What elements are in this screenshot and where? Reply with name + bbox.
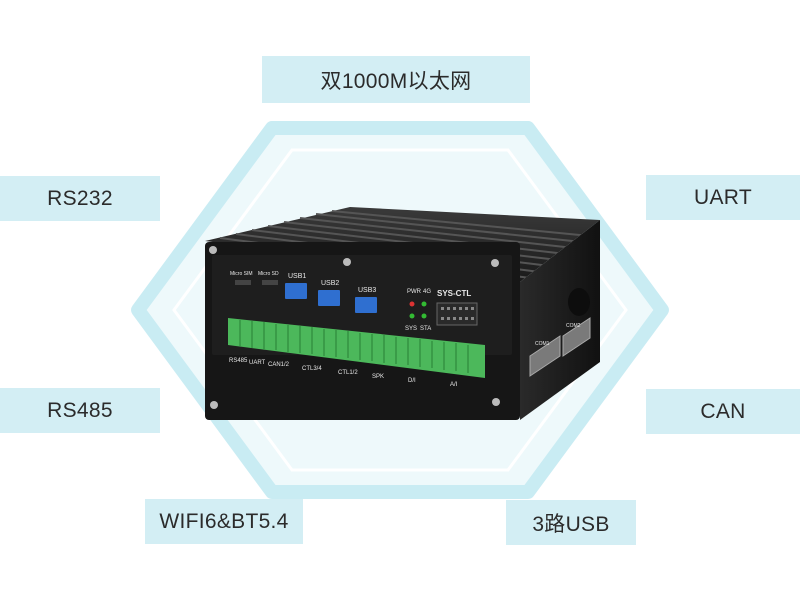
terminal-block <box>228 318 485 378</box>
port-rs485-label: RS485 <box>229 358 248 364</box>
com1-label: COM1 <box>535 341 550 347</box>
usb2-label: USB2 <box>321 280 339 287</box>
port-uart-label: UART <box>249 360 266 366</box>
sta-led <box>421 313 427 319</box>
4g-label: 4G <box>423 289 431 295</box>
sys-label: SYS <box>405 326 417 332</box>
sim-slot <box>235 280 251 285</box>
port-can-label: CAN1/2 <box>268 362 290 368</box>
pwr-label: PWR <box>407 289 422 295</box>
hex-frame-inner <box>172 148 628 472</box>
feature-wifi-bt: WIFI6&BT5.4 <box>145 499 303 544</box>
port-ai-label: A/I <box>450 382 458 388</box>
port-di-label: D/I <box>408 378 416 384</box>
feature-can: CAN <box>646 389 800 434</box>
sd-label: Micro SD <box>258 271 279 277</box>
4g-led <box>421 301 427 307</box>
sys-led <box>409 313 415 319</box>
side-knob <box>568 288 590 316</box>
usb1-port <box>285 283 307 299</box>
feature-usb: 3路USB <box>506 500 636 545</box>
pwr-led <box>409 301 415 307</box>
device-side <box>520 220 600 420</box>
usb3-port <box>355 297 377 313</box>
feature-uart: UART <box>646 175 800 220</box>
sim-label: Micro SIM <box>230 271 253 277</box>
port-spk-label: SPK <box>372 374 384 380</box>
sta-label: STA <box>420 326 431 332</box>
feature-rs232: RS232 <box>0 176 160 221</box>
port-ctl12-label: CTL1/2 <box>338 370 358 376</box>
sd-slot <box>262 280 278 285</box>
com1-port <box>529 335 561 377</box>
sys-ctl-label: SYS-CTL <box>437 289 471 298</box>
usb1-label: USB1 <box>288 273 306 280</box>
com2-port <box>562 317 591 357</box>
sys-ctl-header <box>436 302 478 326</box>
usb2-port <box>318 290 340 306</box>
com2-label: COM2 <box>566 323 581 329</box>
feature-dual-ethernet: 双1000M以太网 <box>262 56 530 103</box>
port-ctl34-label: CTL3/4 <box>302 366 322 372</box>
usb3-label: USB3 <box>358 287 376 294</box>
feature-rs485: RS485 <box>0 388 160 433</box>
